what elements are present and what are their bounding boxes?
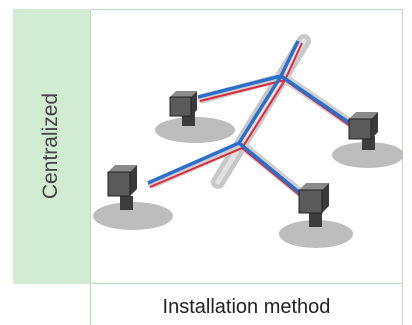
column-header-cell: Installation method [90, 284, 403, 325]
floor-shadow-bottom-left [93, 202, 173, 230]
device-top-left [169, 91, 197, 126]
column-header-label: Installation method [162, 296, 331, 318]
device-bottom-right [298, 183, 329, 227]
floor-shadow-right [332, 142, 403, 168]
floor-shadow-top-left [155, 117, 235, 143]
device-bottom-left [107, 165, 137, 210]
cable-blue [147, 40, 355, 200]
row-header-cell [13, 9, 90, 284]
cabling-diagram [93, 34, 403, 248]
floor-shadow-bottom-right [279, 220, 353, 248]
conduit-trunk [211, 34, 311, 189]
row-header-label: Centralized [39, 92, 62, 200]
device-right [348, 112, 378, 150]
